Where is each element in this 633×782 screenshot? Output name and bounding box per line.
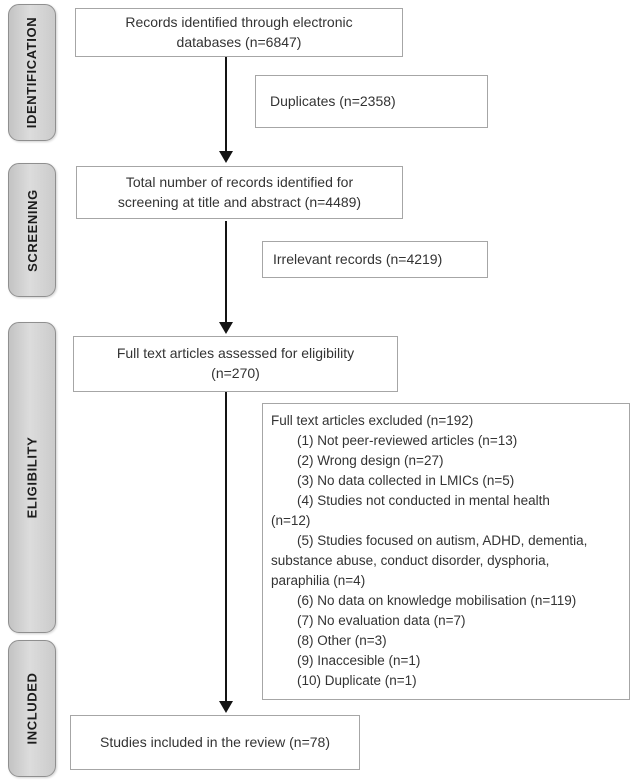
screening-records-box: Total number of records identified for s… [76, 166, 403, 219]
duplicates-box: Duplicates (n=2358) [255, 75, 488, 128]
exclusion-item-1: (1) Not peer-reviewed articles (n=13) [297, 433, 518, 448]
arrow-screening-to-eligibility [219, 221, 233, 334]
stage-identification: IDENTIFICATION [8, 4, 56, 141]
exclusion-item-5-cont1: substance abuse, conduct disorder, dysph… [271, 553, 550, 568]
fulltext-assessed-line1: Full text articles assessed for eligibil… [116, 345, 355, 362]
arrow-eligibility-to-included [219, 392, 233, 713]
arrow-shaft [225, 221, 227, 323]
arrow-shaft [225, 57, 227, 152]
exclusion-item-5-cont2: paraphilia (n=4) [271, 573, 366, 588]
arrow-head-icon [219, 322, 233, 334]
exclusion-item-3: (3) No data collected in LMICs (n=5) [297, 473, 515, 488]
exclusion-item-2: (2) Wrong design (n=27) [297, 453, 444, 468]
studies-included-label: Studies included in the review (n=78) [100, 733, 330, 750]
exclusion-item-6: (6) No data on knowledge mobilisation (n… [297, 593, 577, 608]
irrelevant-records-box: Irrelevant records (n=4219) [262, 241, 488, 278]
stage-screening: SCREENING [8, 163, 56, 297]
stage-identification-label: IDENTIFICATION [24, 16, 40, 129]
stage-eligibility: ELIGIBILITY [8, 322, 56, 633]
fulltext-assessed-box: Full text articles assessed for eligibil… [73, 336, 398, 392]
exclusion-item-7: (7) No evaluation data (n=7) [297, 613, 466, 628]
fulltext-excluded-box: Full text articles excluded (n=192) (1) … [262, 403, 630, 700]
records-identified-box: Records identified through electronic da… [75, 8, 403, 57]
arrow-head-icon [219, 151, 233, 163]
records-identified-line2: databases (n=6847) [176, 33, 302, 50]
fulltext-assessed-line2: (n=270) [211, 365, 260, 381]
screening-records-line2: screening at title and abstract (n=4489) [117, 193, 362, 210]
irrelevant-records-label: Irrelevant records (n=4219) [273, 250, 443, 267]
arrow-identification-to-screening [219, 57, 233, 163]
exclusion-item-9: (9) Inaccesible (n=1) [297, 653, 421, 668]
exclusion-item-4: (4) Studies not conducted in mental heal… [297, 493, 550, 508]
exclusion-item-8: (8) Other (n=3) [297, 633, 387, 648]
exclusion-item-4-cont: (n=12) [271, 513, 311, 528]
stage-included: INCLUDED [8, 640, 56, 777]
records-identified-line1: Records identified through electronic [125, 13, 353, 30]
arrow-head-icon [219, 701, 233, 713]
screening-records-line1: Total number of records identified for [125, 173, 354, 190]
duplicates-label: Duplicates (n=2358) [270, 92, 396, 109]
exclusion-item-5: (5) Studies focused on autism, ADHD, dem… [297, 533, 588, 548]
stage-screening-label: SCREENING [24, 188, 40, 272]
exclusion-title: Full text articles excluded (n=192) [271, 413, 474, 428]
stage-eligibility-label: ELIGIBILITY [24, 436, 40, 519]
studies-included-box: Studies included in the review (n=78) [70, 715, 360, 770]
arrow-shaft [225, 392, 227, 702]
stage-included-label: INCLUDED [24, 672, 40, 745]
exclusion-item-10: (10) Duplicate (n=1) [297, 673, 417, 688]
